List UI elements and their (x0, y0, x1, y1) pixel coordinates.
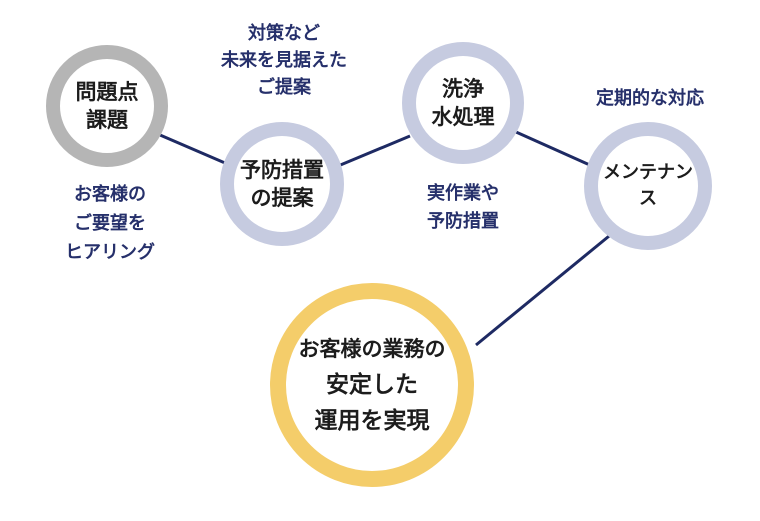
node-goal-line-2: 安定した (326, 372, 418, 398)
caption-periodic: 定期的な対応 (570, 86, 730, 112)
caption-proposal-line-1: 対策など (248, 23, 320, 44)
caption-practice: 実作業や 予防措置 (398, 180, 528, 236)
caption-hearing: お客様の ご要望を ヒアリング (40, 180, 180, 267)
connector-cleaning-maintenance (515, 130, 593, 168)
caption-proposal-line-3: ご提案 (257, 77, 311, 98)
connector-issue-prevention (159, 133, 233, 168)
node-cleaning-line-1: 洗浄 (442, 77, 484, 101)
node-prevention: 予防措置 の提案 (220, 122, 344, 246)
node-issue-line-1: 問題点 (75, 80, 139, 104)
caption-practice-line-2: 予防措置 (427, 211, 499, 232)
node-goal-line-3: 運用を実現 (314, 408, 430, 434)
node-issue: 問題点 課題 (46, 45, 168, 167)
node-goal-line-1: お客様の業務の (298, 337, 446, 361)
node-prevention-line-1: 予防措置 (240, 158, 324, 182)
caption-periodic-line-1: 定期的な対応 (596, 88, 704, 109)
caption-proposal-line-2: 未来を見据えた (221, 50, 347, 71)
node-goal: お客様の業務の 安定した 運用を実現 (270, 283, 474, 487)
connector-prevention-cleaning (337, 134, 411, 168)
node-prevention-line-2: の提案 (250, 186, 314, 210)
node-cleaning-line-2: 水処理 (431, 105, 495, 129)
caption-hearing-line-3: ヒアリング (65, 242, 155, 263)
caption-hearing-line-1: お客様の (74, 184, 146, 205)
node-maintenance-line-1: メンテナンス (603, 162, 693, 209)
caption-practice-line-1: 実作業や (427, 183, 499, 204)
caption-proposal: 対策など 未来を見据えた ご提案 (196, 20, 372, 101)
node-maintenance: メンテナンス (584, 122, 712, 250)
caption-hearing-line-2: ご要望を (74, 213, 146, 234)
node-cleaning: 洗浄 水処理 (402, 42, 524, 164)
node-issue-line-2: 課題 (86, 108, 128, 132)
connector-maintenance-goal (475, 230, 615, 347)
